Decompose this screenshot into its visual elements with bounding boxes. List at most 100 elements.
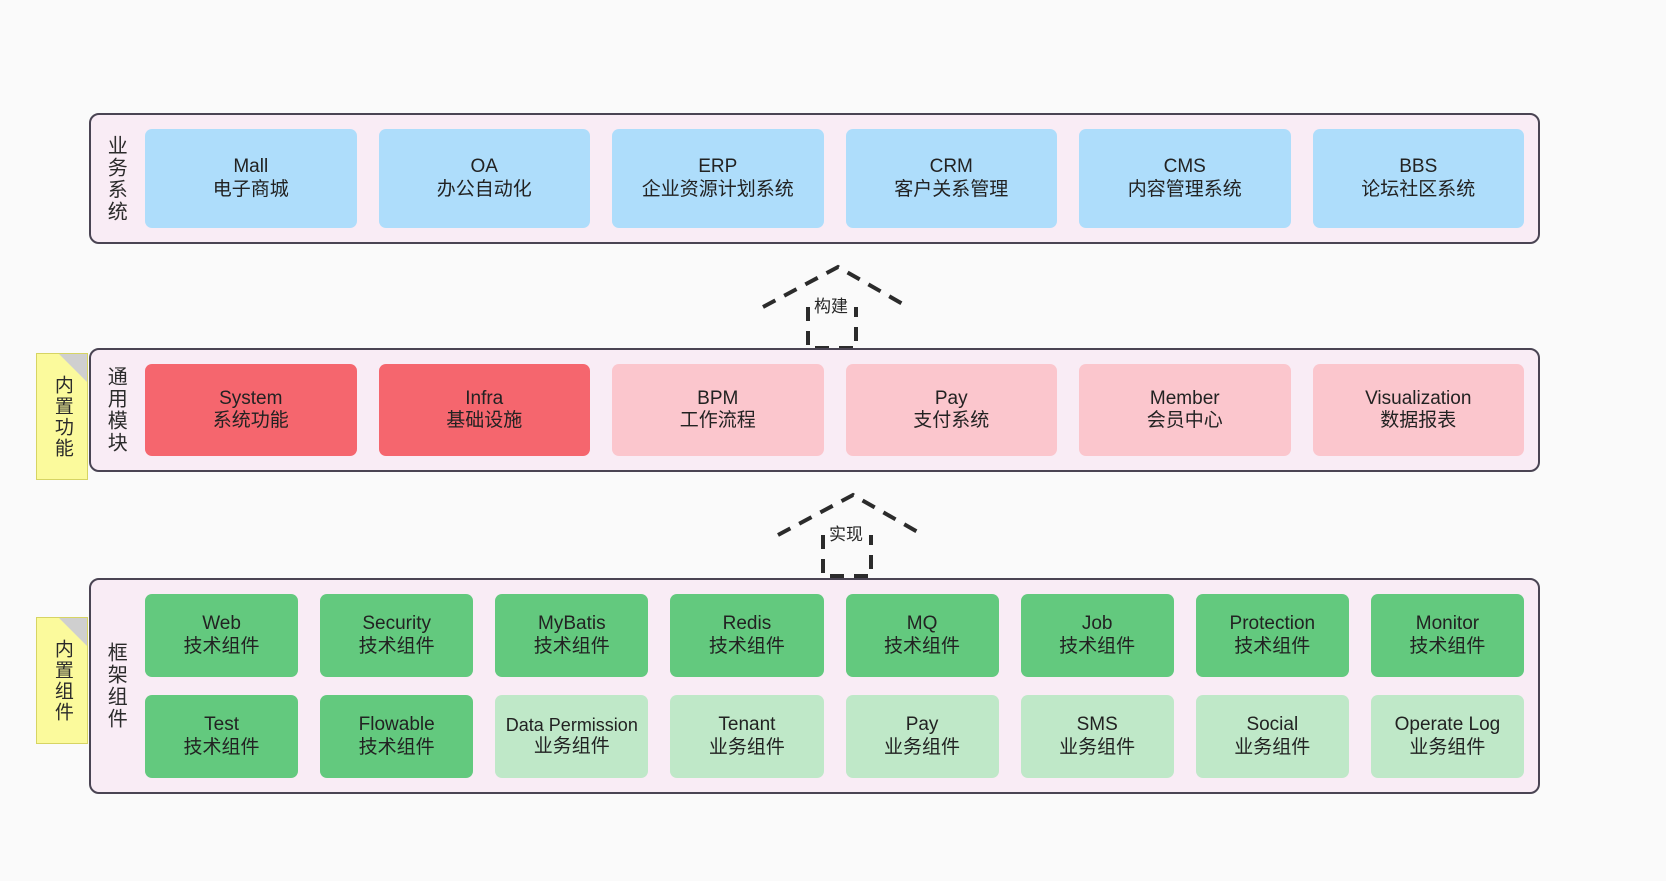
node-data-permission[interactable]: Data Permission 业务组件 [495,695,649,778]
layer-framework-component: 框架组件 Web 技术组件 Security 技术组件 MyBatis 技术组件… [89,578,1540,794]
node-label-cn: 技术组件 [533,635,610,657]
connector-build: 构建 [760,262,910,350]
layer-business-system: 业务系统 Mall 电子商城 OA 办公自动化 ERP 企业资源计划系统 CRM… [89,113,1540,244]
node-label-en: CMS [1163,156,1206,178]
node-oa[interactable]: OA 办公自动化 [378,129,590,228]
node-protection[interactable]: Protection 技术组件 [1195,594,1349,677]
node-job[interactable]: Job 技术组件 [1020,594,1174,677]
generalization-arrow-icon [777,492,924,578]
node-label-en: SMS [1076,714,1118,736]
connector-implement: 实现 [775,490,925,578]
node-crm[interactable]: CRM 客户关系管理 [845,129,1057,228]
node-mybatis[interactable]: MyBatis 技术组件 [495,594,649,677]
layer-common-module-body: System 系统功能 Infra 基础设施 BPM 工作流程 Pay 支付系统… [139,350,1538,470]
node-label-en: CRM [929,156,973,178]
node-label-en: BBS [1399,156,1438,178]
generalization-arrow-icon [762,264,909,350]
node-cms[interactable]: CMS 内容管理系统 [1079,129,1291,228]
node-label-cn: 技术组件 [1234,635,1311,657]
layer-business-system-body: Mall 电子商城 OA 办公自动化 ERP 企业资源计划系统 CRM 客户关系… [139,115,1538,242]
node-row: Web 技术组件 Security 技术组件 MyBatis 技术组件 Redi… [145,594,1524,677]
note-builtin-component-label: 内置组件 [51,638,73,723]
node-row: Mall 电子商城 OA 办公自动化 ERP 企业资源计划系统 CRM 客户关系… [145,129,1524,228]
node-member[interactable]: Member 会员中心 [1079,364,1291,456]
node-row: Test 技术组件 Flowable 技术组件 Data Permission … [145,695,1524,778]
node-label-en: MyBatis [538,613,606,635]
node-row: System 系统功能 Infra 基础设施 BPM 工作流程 Pay 支付系统… [145,364,1524,456]
layer-common-module: 通用模块 System 系统功能 Infra 基础设施 BPM 工作流程 Pay… [89,348,1540,472]
node-label-en: Visualization [1365,387,1472,409]
node-label-en: Job [1081,613,1113,635]
node-label-en: Mall [233,156,269,178]
node-label-cn: 电子商城 [212,178,289,200]
folded-corner-icon [59,354,87,382]
node-bbs[interactable]: BBS 论坛社区系统 [1312,129,1524,228]
node-label-en: BPM [697,387,739,409]
node-label-en: Test [204,714,239,736]
node-label-en: Tenant [718,714,776,736]
node-label-en: System [219,387,283,409]
layer-common-module-title: 通用模块 [104,366,127,454]
node-erp[interactable]: ERP 企业资源计划系统 [612,129,824,228]
node-label-cn: 工作流程 [679,410,756,431]
node-label-cn: 技术组件 [183,736,260,758]
node-label-cn: 业务组件 [1234,736,1311,758]
node-label-en: Pay [934,387,968,409]
node-label-cn: 支付系统 [913,410,990,431]
node-label-en: Social [1246,714,1299,736]
node-system[interactable]: System 系统功能 [145,364,357,456]
node-label-cn: 技术组件 [358,736,435,758]
node-label-en: Pay [905,714,939,736]
node-sms[interactable]: SMS 业务组件 [1020,695,1174,778]
node-label-cn: 技术组件 [884,635,961,657]
node-label-cn: 技术组件 [708,635,785,657]
node-mall[interactable]: Mall 电子商城 [145,129,357,228]
node-label-cn: 技术组件 [1409,635,1486,657]
node-label-en: Redis [722,613,772,635]
node-label-cn: 技术组件 [358,635,435,657]
node-label-cn: 技术组件 [183,635,260,657]
node-security[interactable]: Security 技术组件 [320,594,474,677]
node-label-en: Operate Log [1394,714,1501,736]
node-visualization[interactable]: Visualization 数据报表 [1312,364,1524,456]
node-label-en: Flowable [358,714,435,736]
node-test[interactable]: Test 技术组件 [145,695,299,778]
node-web[interactable]: Web 技术组件 [145,594,299,677]
folded-corner-icon [59,618,87,646]
node-label-cn: 业务组件 [884,736,961,758]
node-redis[interactable]: Redis 技术组件 [670,594,824,677]
node-bpm[interactable]: BPM 工作流程 [612,364,824,456]
node-tenant[interactable]: Tenant 业务组件 [670,695,824,778]
node-label-en: Monitor [1415,613,1480,635]
node-flowable[interactable]: Flowable 技术组件 [320,695,474,778]
node-mq[interactable]: MQ 技术组件 [845,594,999,677]
node-label-cn: 业务组件 [533,735,610,757]
node-label-cn: 内容管理系统 [1127,178,1242,200]
node-pay-module[interactable]: Pay 支付系统 [845,364,1057,456]
node-label-cn: 系统功能 [212,410,289,431]
node-label-en: Security [362,613,431,635]
node-label-cn: 数据报表 [1380,410,1457,431]
node-label-en: Protection [1229,613,1316,635]
note-builtin-function-label: 内置功能 [51,374,73,459]
layer-framework-component-body: Web 技术组件 Security 技术组件 MyBatis 技术组件 Redi… [139,580,1538,792]
node-label-en: MQ [906,613,938,635]
node-operate-log[interactable]: Operate Log 业务组件 [1370,695,1524,778]
node-infra[interactable]: Infra 基础设施 [378,364,590,456]
node-label-cn: 业务组件 [1409,736,1486,758]
node-label-cn: 业务组件 [708,736,785,758]
note-builtin-component[interactable]: 内置组件 [36,617,88,744]
node-label-cn: 业务组件 [1059,736,1136,758]
node-pay-component[interactable]: Pay 业务组件 [845,695,999,778]
node-label-cn: 会员中心 [1146,410,1223,431]
node-label-en: Infra [465,387,504,409]
node-monitor[interactable]: Monitor 技术组件 [1370,594,1524,677]
node-label-en: Member [1149,387,1220,409]
node-social[interactable]: Social 业务组件 [1195,695,1349,778]
connector-build-label: 构建 [812,292,850,317]
node-label-cn: 论坛社区系统 [1361,178,1476,200]
node-label-cn: 基础设施 [446,410,523,431]
layer-business-system-title: 业务系统 [104,134,127,223]
note-builtin-function[interactable]: 内置功能 [36,353,88,480]
